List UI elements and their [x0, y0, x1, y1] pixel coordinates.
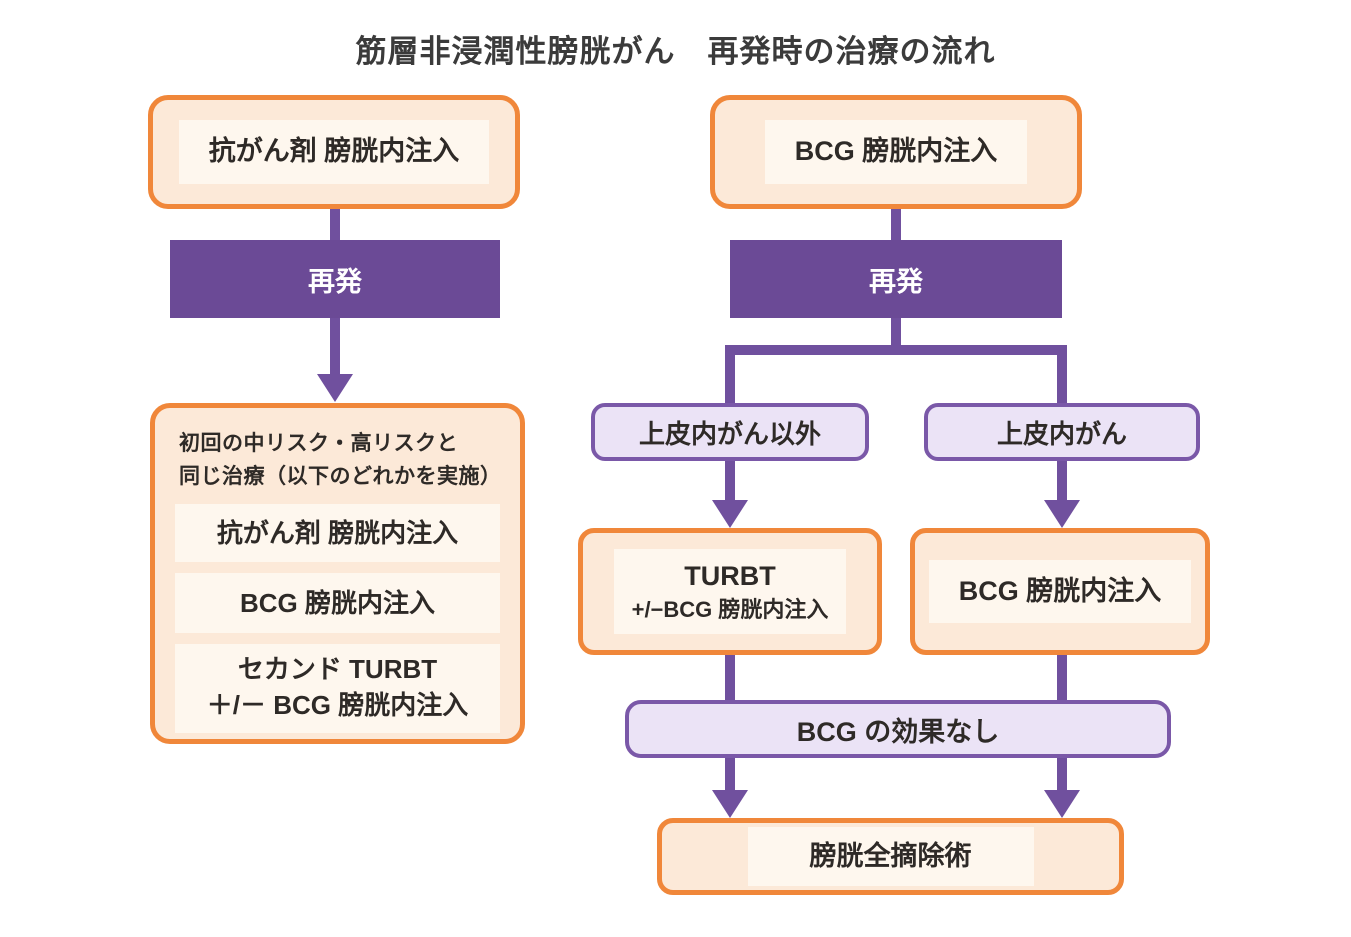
right-bcg-instillation-label: BCG 膀胱内注入 [764, 120, 1028, 184]
left-outcome-header: 初回の中リスク・高リスクと 同じ治療（以下のどれかを実施） [175, 428, 502, 493]
right-connector-line [891, 207, 901, 241]
right-recurrence-box: 再発 [730, 240, 1062, 318]
turbt-line1: TURBT [684, 560, 776, 591]
turbt-to-failure-line [725, 655, 735, 703]
non-cis-condition-label: 上皮内がん以外 [638, 418, 821, 449]
failure-right-arrowhead-icon [1044, 790, 1080, 818]
left-arrowhead-icon [317, 374, 353, 402]
cis-condition-label: 上皮内がん [996, 418, 1127, 449]
right-bcg-instillation-box: BCG 膀胱内注入 [710, 95, 1082, 209]
turbt-treatment-box: TURBT +/−BCG 膀胱内注入 [578, 528, 882, 655]
non-cis-condition-box: 上皮内がん以外 [591, 403, 869, 461]
diagram-title: 筋層非浸潤性膀胱がん 再発時の治療の流れ [355, 34, 996, 69]
failure-right-arrow-shaft [1057, 758, 1067, 792]
cis-arrow-shaft [1057, 461, 1067, 504]
left-outcome-box: 初回の中リスク・高リスクと 同じ治療（以下のどれかを実施） 抗がん剤 膀胱内注入… [150, 403, 525, 744]
branch-left-line [725, 345, 735, 407]
bcg-failure-label: BCG の効果なし [796, 716, 1000, 747]
cystectomy-box: 膀胱全摘除術 [657, 818, 1124, 895]
branch-right-line [1057, 345, 1067, 407]
failure-left-arrowhead-icon [712, 790, 748, 818]
turbt-line2: +/−BCG 膀胱内注入 [631, 596, 829, 622]
cis-condition-box: 上皮内がん [924, 403, 1200, 461]
left-outcome-header-line1: 初回の中リスク・高リスクと [179, 432, 459, 455]
left-recurrence-box: 再発 [170, 240, 500, 318]
failure-left-arrow-shaft [725, 758, 735, 792]
bcg-treatment-label: BCG 膀胱内注入 [928, 559, 1192, 624]
cis-arrowhead-icon [1044, 500, 1080, 528]
left-outcome-header-line2: 同じ治療（以下のどれかを実施） [179, 464, 502, 488]
non-cis-arrowhead-icon [712, 500, 748, 528]
bcg-failure-box: BCG の効果なし [625, 700, 1171, 758]
bcg-treatment-box: BCG 膀胱内注入 [910, 528, 1210, 655]
bcg-to-failure-line [1057, 655, 1067, 703]
cystectomy-label: 膀胱全摘除術 [747, 826, 1034, 887]
left-option-second-turbt-line2: ＋/－ BCG 膀胱内注入 [206, 690, 469, 721]
left-recurrence-label: 再発 [308, 266, 362, 297]
left-chemo-instillation-box: 抗がん剤 膀胱内注入 [148, 95, 520, 209]
turbt-treatment-label: TURBT +/−BCG 膀胱内注入 [613, 548, 847, 635]
non-cis-arrow-shaft [725, 461, 735, 504]
left-arrow-shaft [330, 318, 340, 380]
branch-stem-line [891, 318, 901, 350]
right-recurrence-label: 再発 [869, 266, 923, 297]
left-option-chemo: 抗がん剤 膀胱内注入 [175, 504, 500, 563]
left-chemo-instillation-label: 抗がん剤 膀胱内注入 [178, 120, 490, 184]
left-connector-line [330, 207, 340, 241]
left-option-second-turbt: セカンド TURBT ＋/－ BCG 膀胱内注入 [175, 644, 500, 733]
left-option-second-turbt-line1: セカンド TURBT [237, 654, 438, 685]
branch-horizontal-line [725, 345, 1067, 355]
left-option-bcg: BCG 膀胱内注入 [175, 573, 500, 634]
